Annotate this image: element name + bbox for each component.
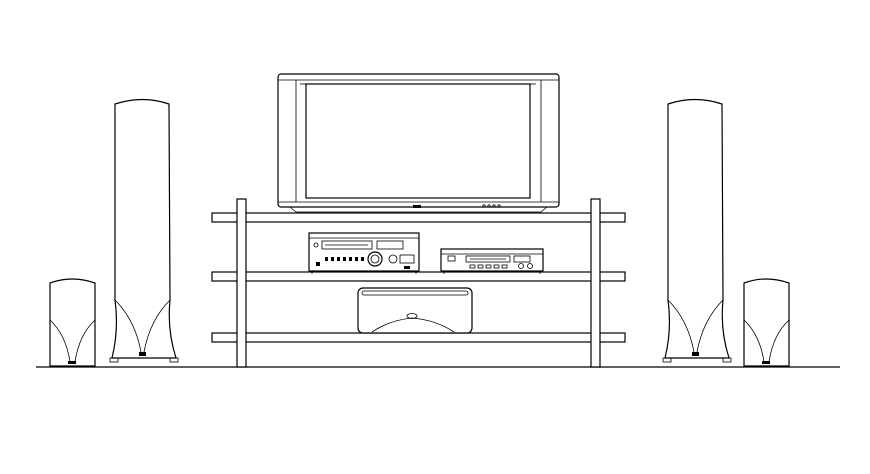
satellite-speaker-left-logo (68, 361, 76, 364)
tower-speaker-right-logo (692, 352, 699, 356)
satellite-speaker-right (743, 278, 790, 367)
receiver-button-row (325, 257, 364, 261)
tv-logo (413, 205, 421, 208)
subwoofer-logo (406, 313, 418, 319)
receiver-volume-knob (367, 251, 383, 267)
stand-post-left (236, 198, 247, 368)
vcr (440, 248, 544, 274)
satellite-speaker-right-logo (762, 361, 770, 364)
stand-shelf-middle (211, 271, 626, 282)
flat-screen-tv (277, 73, 560, 213)
vcr-tape-slot (465, 255, 511, 263)
vcr-button-row (469, 264, 508, 269)
tower-speaker-left-logo (139, 352, 146, 356)
av-receiver (308, 232, 420, 274)
receiver-display (376, 240, 404, 250)
tv-stand (211, 198, 626, 368)
tv-indicator-lights (482, 204, 501, 208)
satellite-speaker-left (49, 278, 96, 367)
tower-speaker-left (109, 98, 179, 363)
tower-speaker-right (662, 98, 732, 363)
stand-shelf-bottom (211, 332, 626, 343)
tv-screen (305, 83, 531, 199)
stand-post-right (590, 198, 601, 368)
stand-shelf-top (211, 212, 626, 223)
vcr-display (513, 255, 531, 263)
subwoofer (357, 287, 473, 334)
